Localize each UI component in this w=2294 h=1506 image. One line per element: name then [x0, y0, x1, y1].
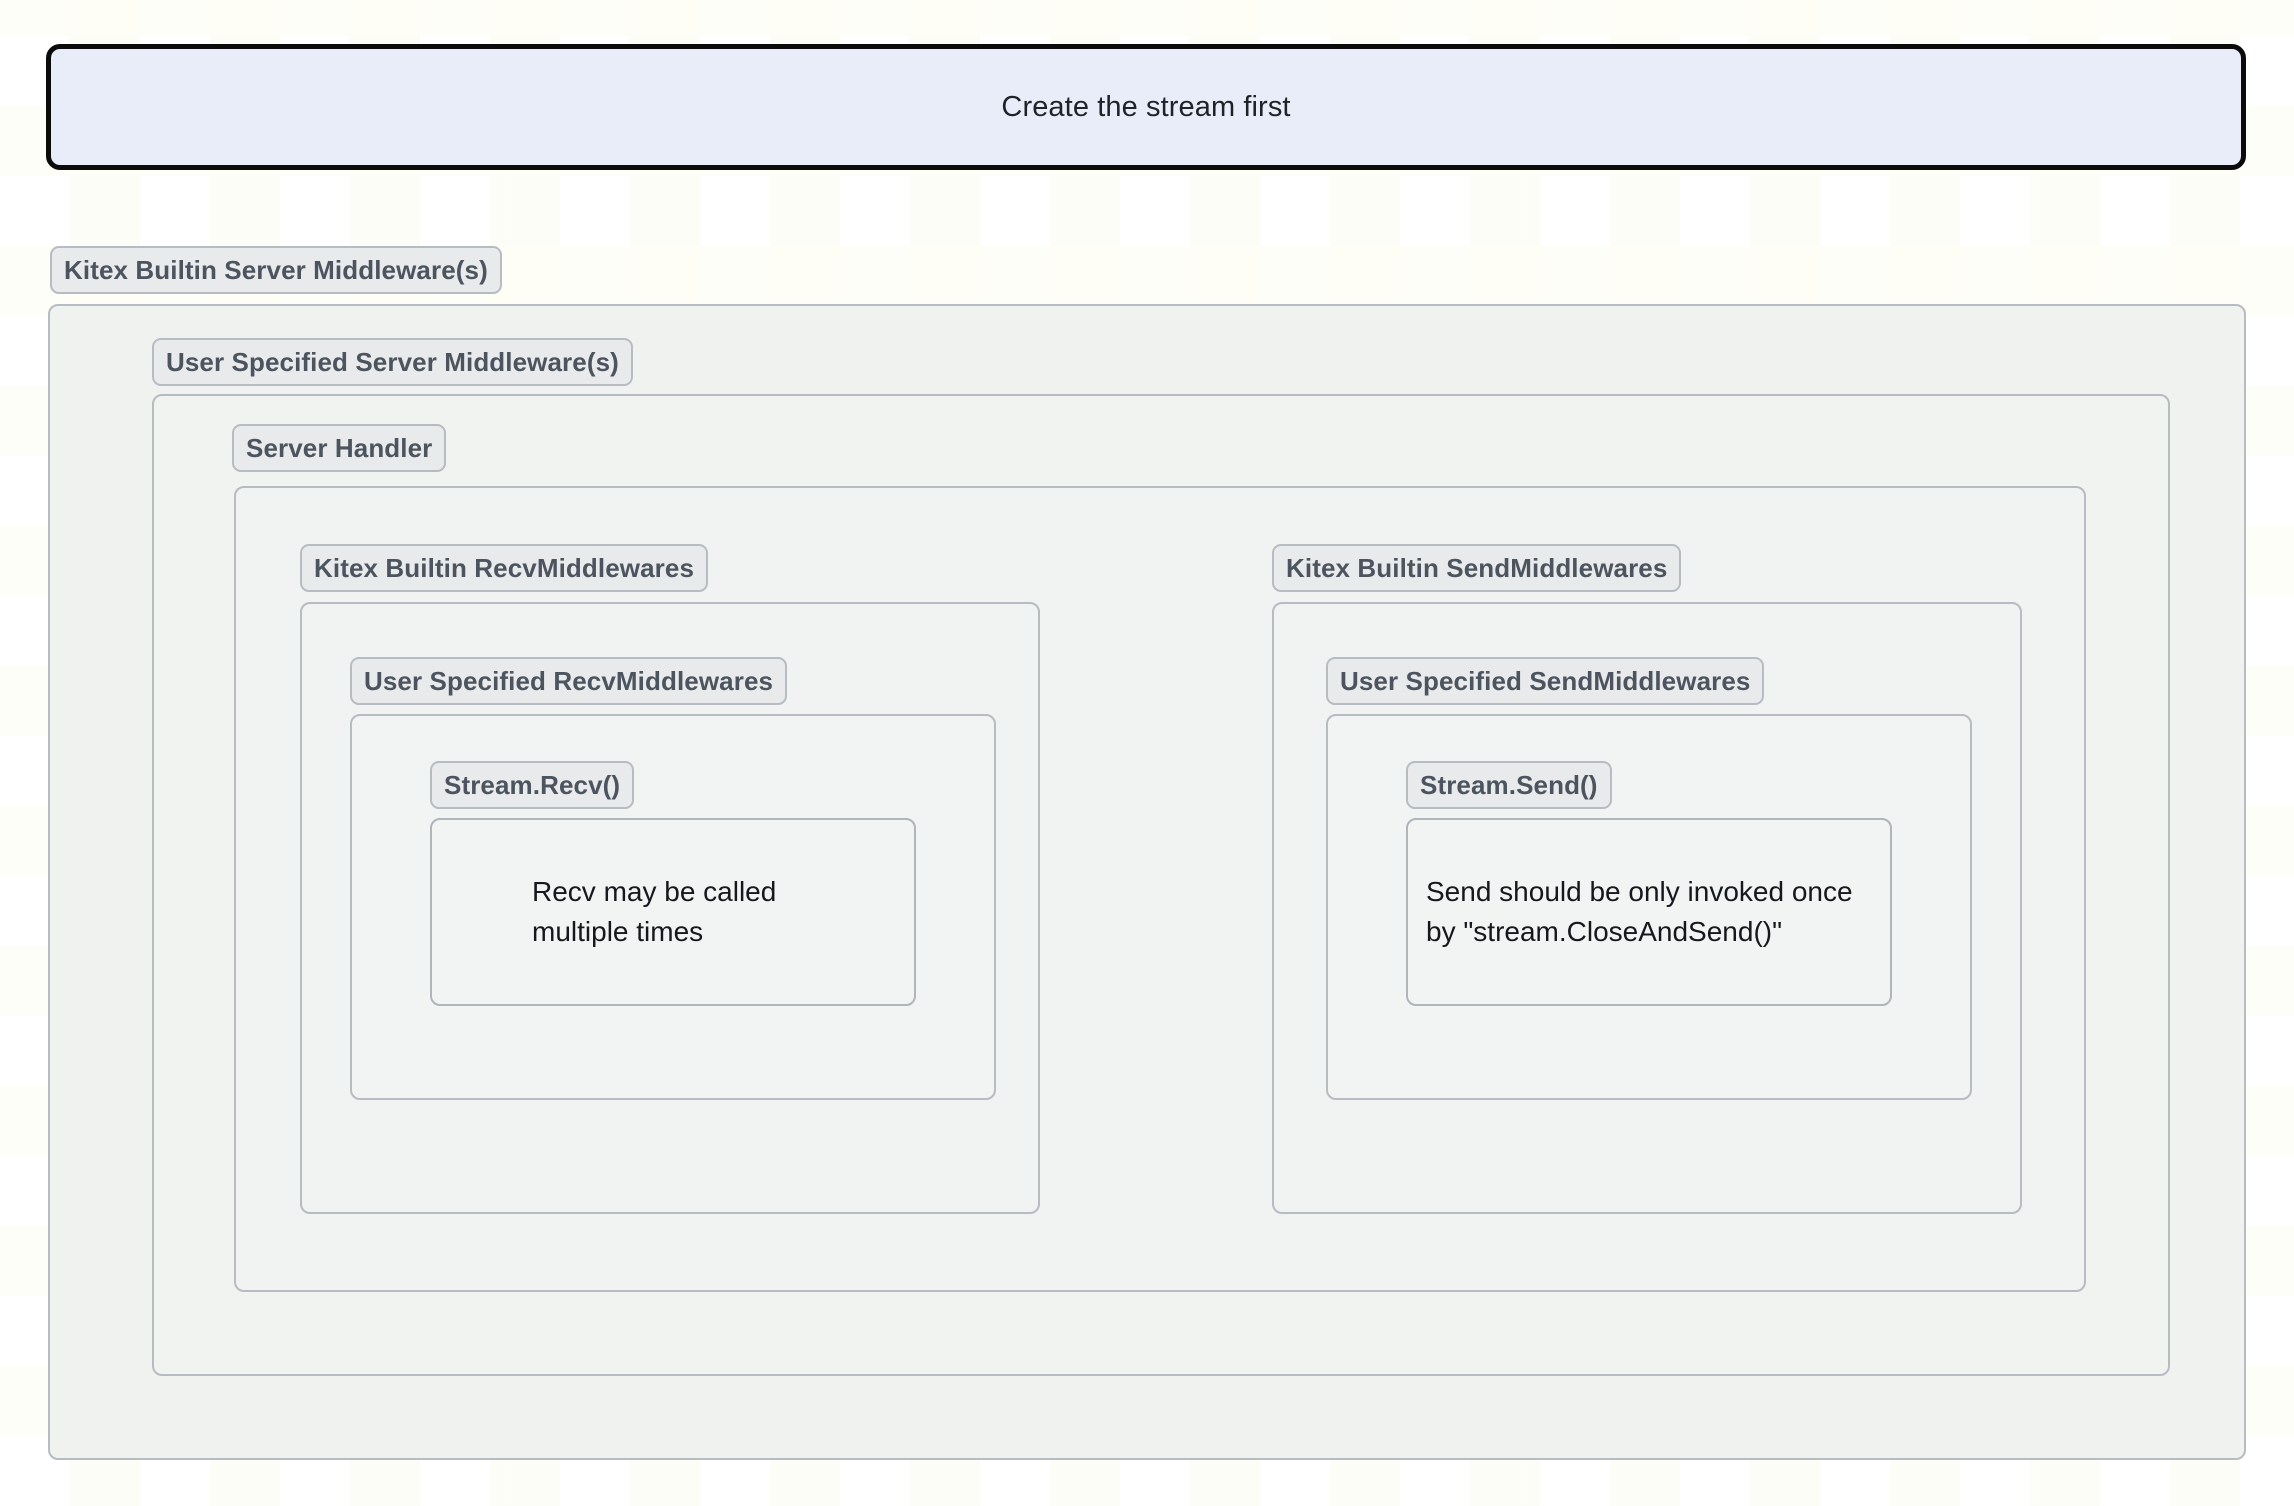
label-stream-recv: Stream.Recv() — [430, 761, 635, 809]
label-kitex-builtin-send-middlewares: Kitex Builtin SendMiddlewares — [1272, 544, 1682, 592]
label-kitex-builtin-server-middlewares: Kitex Builtin Server Middleware(s) — [50, 246, 502, 294]
label-user-specified-server-middlewares: User Specified Server Middleware(s) — [152, 338, 633, 386]
note-box-send: Send should be only invoked once by "str… — [1406, 818, 1892, 1006]
label-kitex-builtin-recv-middlewares: Kitex Builtin RecvMiddlewares — [300, 544, 709, 592]
create-stream-note-box: Create the stream first — [46, 44, 2246, 170]
label-stream-send: Stream.Send() — [1406, 761, 1612, 809]
create-stream-note-text: Create the stream first — [1001, 90, 1291, 123]
note-box-recv: Recv may be called multiple times — [430, 818, 916, 1006]
note-text-send: Send should be only invoked once by "str… — [1426, 876, 1853, 947]
note-text-recv: Recv may be called multiple times — [532, 876, 777, 947]
label-user-specified-recv-middlewares: User Specified RecvMiddlewares — [350, 657, 788, 705]
label-server-handler: Server Handler — [232, 424, 447, 472]
label-user-specified-send-middlewares: User Specified SendMiddlewares — [1326, 657, 1765, 705]
